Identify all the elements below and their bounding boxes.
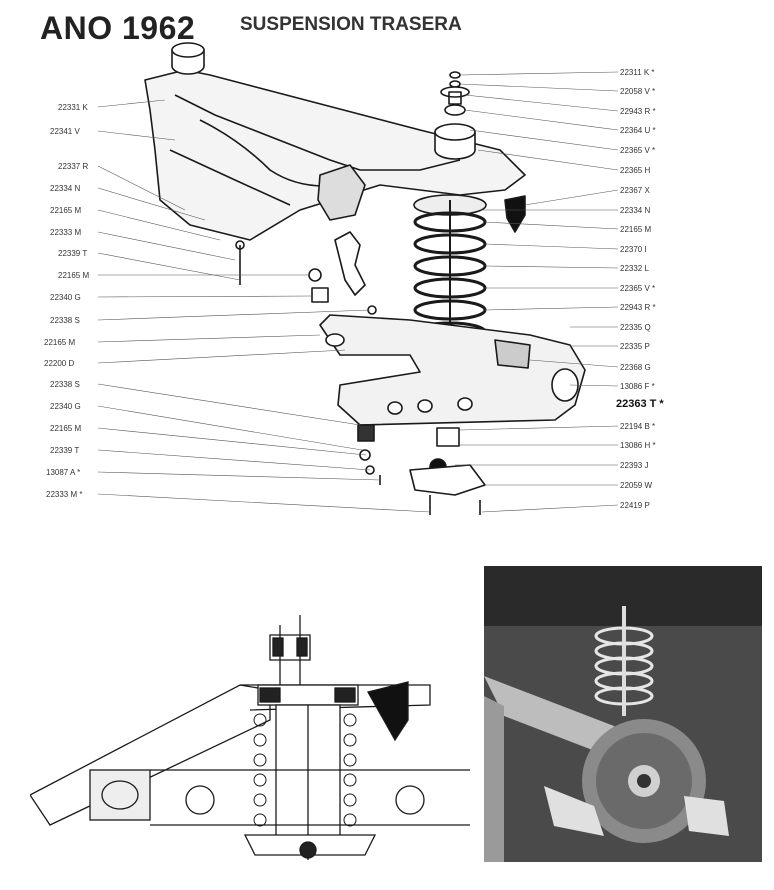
part-label: 22194 B * bbox=[620, 422, 656, 431]
part-label: 22333 M bbox=[50, 228, 82, 237]
part-label: 22334 N bbox=[620, 206, 651, 215]
part-label: 22200 D bbox=[44, 359, 75, 368]
part-label: 22333 M * bbox=[46, 490, 83, 499]
suspension-photo bbox=[484, 566, 762, 862]
part-label: 22332 L bbox=[620, 264, 649, 273]
part-label: 13086 F * bbox=[620, 382, 655, 391]
part-label: 22337 R bbox=[58, 162, 89, 171]
diagram-subtitle: SUSPENSION TRASERA bbox=[240, 14, 462, 35]
part-label: 22335 Q bbox=[620, 323, 651, 332]
part-label: 22339 T bbox=[50, 446, 80, 455]
diagram-year-title: ANO 1962 bbox=[40, 10, 196, 46]
part-label: 22367 X bbox=[620, 186, 650, 195]
part-label: 22365 H bbox=[620, 166, 651, 175]
part-label: 22059 W bbox=[620, 481, 653, 490]
part-label: 22341 V bbox=[50, 127, 80, 136]
part-label: 22335 P bbox=[620, 342, 650, 351]
part-label: 22338 S bbox=[50, 316, 80, 325]
part-label: 22364 U * bbox=[620, 126, 656, 135]
part-label: 22363 T * bbox=[616, 398, 664, 410]
part-label: 22393 J bbox=[620, 461, 649, 470]
part-label: 22165 M bbox=[50, 206, 82, 215]
crossmember bbox=[144, 69, 526, 241]
part-label: 22165 M bbox=[44, 338, 76, 347]
exploded-suspension-drawing bbox=[97, 42, 619, 515]
part-label: 22165 M bbox=[58, 271, 90, 280]
part-label: 22165 M bbox=[620, 225, 652, 234]
part-label: 22334 N bbox=[50, 184, 81, 193]
part-label: 22365 V * bbox=[620, 284, 656, 293]
part-label: 22370 I bbox=[620, 245, 647, 254]
part-label: 22339 T bbox=[58, 249, 88, 258]
part-label: 22058 V * bbox=[620, 87, 656, 96]
part-label: 22419 P bbox=[620, 501, 650, 510]
part-label: 22340 G bbox=[50, 293, 81, 302]
part-label: 13086 H * bbox=[620, 441, 656, 450]
part-label: 22368 G bbox=[620, 363, 651, 372]
part-label: 13087 A * bbox=[46, 468, 81, 477]
part-label: 22338 S bbox=[50, 380, 80, 389]
part-label: 22943 R * bbox=[620, 107, 656, 116]
part-label: 22340 G bbox=[50, 402, 81, 411]
part-label: 22365 V * bbox=[620, 146, 656, 155]
part-label: 22331 K bbox=[58, 103, 88, 112]
part-label: 22943 R * bbox=[620, 303, 656, 312]
part-label: 22311 K * bbox=[620, 68, 655, 77]
section-view-drawing bbox=[30, 615, 470, 860]
part-label: 22165 M bbox=[50, 424, 82, 433]
